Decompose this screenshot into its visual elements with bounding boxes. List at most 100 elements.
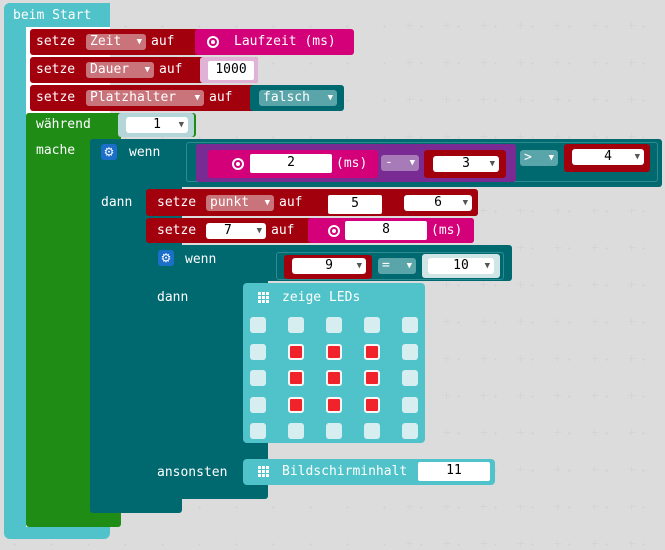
- led-cell[interactable]: [250, 396, 266, 413]
- minus-value-dropdown[interactable]: 3▼: [433, 156, 499, 172]
- led-cell[interactable]: [402, 343, 418, 360]
- set-punkt-var-dropdown[interactable]: punkt▼: [206, 195, 274, 211]
- chevron-down-icon: ▼: [144, 65, 150, 75]
- runtime-value-input[interactable]: 2: [250, 154, 332, 173]
- chevron-down-icon: ▼: [484, 261, 490, 271]
- led-cell[interactable]: [326, 370, 342, 386]
- grid-plus-icon: +: [442, 352, 452, 365]
- grid-plus-icon: +: [627, 389, 637, 402]
- chevron-down-icon: ▼: [634, 152, 640, 162]
- led-cell[interactable]: [288, 423, 304, 439]
- led-cell[interactable]: [364, 423, 380, 439]
- laufzeit-block[interactable]: [195, 29, 354, 55]
- set-platzhalter-var-dropdown[interactable]: Platzhalter▼: [86, 90, 204, 106]
- grid-plus-icon: +: [553, 389, 563, 402]
- set-7-suffix: (ms): [431, 223, 463, 238]
- gear-icon[interactable]: ⚙: [101, 144, 117, 160]
- led-cell[interactable]: [326, 423, 342, 439]
- set-platzhalter-var-label: Platzhalter: [90, 90, 177, 105]
- led-cell[interactable]: [364, 343, 380, 360]
- set-7-var-dropdown[interactable]: 7▼: [206, 223, 266, 239]
- while-cond-dropdown[interactable]: 1▼: [126, 117, 188, 133]
- minus-value-label: 3: [462, 156, 470, 171]
- led-cell[interactable]: [402, 317, 418, 333]
- led-cell[interactable]: [250, 423, 266, 439]
- set-dauer-var-dropdown[interactable]: Dauer ▼: [86, 62, 154, 78]
- eq-right-dropdown[interactable]: 10▼: [428, 258, 494, 274]
- grid-plus-icon: +: [553, 19, 563, 32]
- punkt-x-input[interactable]: 5: [328, 195, 382, 214]
- grid-plus-icon: +: [516, 352, 526, 365]
- if2-dann: dann: [157, 290, 189, 305]
- set-7-var-label: 7: [224, 223, 232, 238]
- if1-wenn: wenn: [129, 145, 161, 160]
- grid-plus-icon: +: [479, 56, 489, 69]
- grid-plus-icon: +: [590, 426, 600, 439]
- grid-plus-icon: +: [553, 93, 563, 106]
- grid-plus-icon: +: [627, 352, 637, 365]
- punkt-y-dropdown[interactable]: 6▼: [404, 195, 472, 211]
- led-cell[interactable]: [250, 317, 266, 333]
- led-cell[interactable]: [250, 370, 266, 386]
- led-grid-icon: [258, 466, 270, 478]
- led-cell[interactable]: [402, 423, 418, 439]
- gear-icon[interactable]: ⚙: [158, 250, 174, 266]
- grid-plus-icon: +: [442, 426, 452, 439]
- grid-plus-icon: +: [553, 204, 563, 217]
- grid-plus-icon: +: [479, 389, 489, 402]
- led-cell[interactable]: [288, 343, 304, 360]
- led-cell[interactable]: [250, 343, 266, 360]
- minus-op-dropdown[interactable]: -▼: [381, 155, 419, 171]
- led-cell[interactable]: [326, 396, 342, 413]
- grid-plus-icon: +: [627, 426, 637, 439]
- led-cell[interactable]: [326, 343, 342, 360]
- gt-op-dropdown[interactable]: >▼: [520, 150, 558, 166]
- eq-op-dropdown[interactable]: =▼: [378, 258, 416, 274]
- grid-plus-icon: +: [590, 93, 600, 106]
- grid-plus-icon: +: [479, 500, 489, 513]
- grid-plus-icon: +: [553, 130, 563, 143]
- led-cell[interactable]: [364, 370, 380, 386]
- laufzeit-label: Laufzeit (ms): [234, 34, 336, 49]
- while-cond-value: 1: [153, 117, 161, 132]
- led-cell[interactable]: [364, 396, 380, 413]
- if1-dann: dann: [101, 195, 133, 210]
- set-zeit-var-dropdown[interactable]: Zeit ▼: [86, 34, 146, 50]
- set-7-value-input[interactable]: 8: [345, 221, 427, 240]
- eq-left-dropdown[interactable]: 9▼: [292, 258, 366, 274]
- grid-plus-icon: +: [590, 500, 600, 513]
- chevron-down-icon: ▼: [136, 37, 142, 47]
- grid-plus-icon: +: [590, 278, 600, 291]
- led-cell[interactable]: [288, 396, 304, 413]
- grid-plus-icon: +: [590, 463, 600, 476]
- grid-plus-icon: +: [516, 130, 526, 143]
- set-dauer-var-label: Dauer: [90, 62, 130, 77]
- grid-plus-icon: +: [516, 278, 526, 291]
- grid-plus-icon: +: [516, 537, 526, 550]
- grid-plus-icon: +: [516, 204, 526, 217]
- gt-value-dropdown[interactable]: 4▼: [572, 149, 644, 165]
- chevron-down-icon: ▼: [327, 93, 333, 103]
- grid-plus-icon: +: [590, 537, 600, 550]
- set-punkt-setze: setze: [157, 195, 197, 210]
- falsch-dropdown[interactable]: falsch▼: [259, 90, 337, 106]
- led-cell[interactable]: [326, 317, 342, 333]
- set-punkt-var-label: punkt: [210, 195, 250, 210]
- grid-plus-icon: +: [590, 56, 600, 69]
- screen-content-input[interactable]: 11: [418, 462, 490, 481]
- set-zeit-var-label: Zeit: [90, 34, 122, 49]
- grid-plus-icon: +: [627, 204, 637, 217]
- grid-plus-icon: +: [442, 278, 452, 291]
- grid-plus-icon: +: [627, 500, 637, 513]
- dauer-value-input[interactable]: 1000: [208, 61, 254, 80]
- led-cell[interactable]: [288, 370, 304, 386]
- led-cell[interactable]: [364, 317, 380, 333]
- led-cell[interactable]: [402, 396, 418, 413]
- grid-plus-icon: +: [553, 56, 563, 69]
- grid-plus-icon: +: [405, 19, 415, 32]
- led-cell[interactable]: [402, 370, 418, 386]
- led-cell[interactable]: [288, 317, 304, 333]
- show-leds-block[interactable]: [243, 283, 425, 443]
- minus-op-label: -: [385, 155, 393, 170]
- grid-plus-icon: +: [590, 204, 600, 217]
